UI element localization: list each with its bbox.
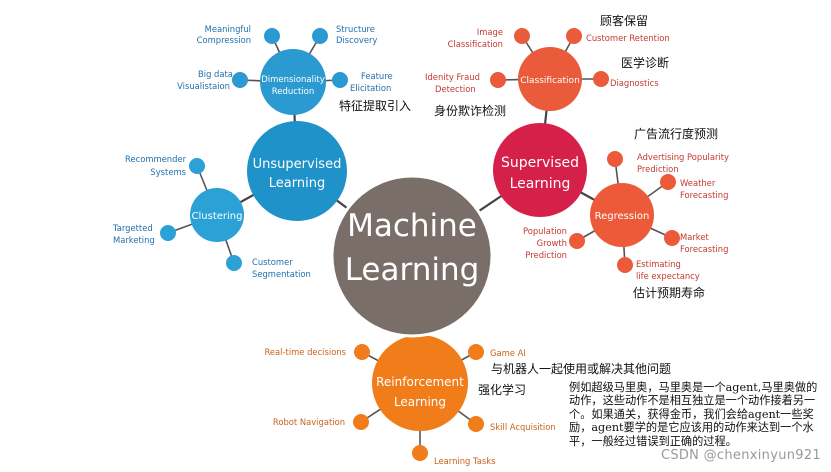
leaf-targeted-line1: Targetted: [112, 223, 153, 233]
classification-node: [518, 47, 582, 111]
annotation-customer-retention: 顾客保留: [600, 14, 649, 28]
clustering-label: Clustering: [192, 211, 243, 222]
clustering-node: [190, 188, 244, 242]
leaf-recommender-line1: Recommender: [125, 154, 187, 164]
leaf-fraud-line1: Idenity Fraud: [425, 72, 480, 82]
leaf-population-line3: Prediction: [525, 250, 567, 260]
supervised-label-line1: Supervised: [501, 155, 579, 171]
regression-leaf-dot: [660, 174, 676, 190]
classification-leaf-dot: [490, 72, 506, 88]
reinforcement-leaf-dot: [468, 344, 484, 360]
leaf-bigdata-line2: Visualistaion: [177, 81, 230, 91]
leaf-robot: Robot Navigation: [273, 417, 345, 427]
reinforcement-leaf-dot: [468, 416, 484, 432]
ml-label-line2: Learning: [345, 252, 480, 288]
leaf-gameai: Game AI: [490, 348, 526, 358]
supervised-label-line2: Learning: [510, 176, 571, 192]
clustering-leaf-dot: [189, 158, 205, 174]
unsupervised-label-line2: Learning: [269, 176, 325, 191]
unsupervised-node: [247, 121, 347, 221]
regression-leaf-dot: [664, 230, 680, 246]
ml-label-line1: Machine: [347, 208, 477, 244]
machine-learning-node: [330, 174, 494, 338]
dimensionality-label-line2: Reduction: [272, 87, 315, 97]
classification-leaf-dot: [593, 71, 609, 87]
unsupervised-label-line1: Unsupervised: [253, 157, 342, 172]
leaf-advertising-line2: Prediction: [637, 164, 679, 174]
leaf-realtime: Real-time decisions: [264, 347, 346, 357]
dimensionality-node: [260, 49, 326, 115]
leaf-customer-line1: Customer: [252, 257, 293, 267]
reinforcement-label-line2: Learning: [394, 395, 446, 409]
annotation-advertising: 广告流行度预测: [634, 127, 719, 141]
annotation-fraud: 身份欺诈检测: [434, 104, 507, 118]
dim-leaf-dot: [264, 28, 280, 44]
regression-label: Regression: [595, 211, 650, 222]
regression-leaf-dot: [607, 151, 623, 167]
leaf-dots: [160, 28, 680, 461]
leaf-image-line2: Classification: [448, 39, 503, 49]
leaf-market-line2: Forecasting: [680, 244, 728, 254]
leaf-bigdata-line1: Big data: [198, 69, 233, 79]
dimensionality-label-line1: Dimensionality: [261, 75, 324, 85]
leaf-population-line2: Growth: [537, 238, 567, 248]
classification-leaf-dot: [566, 28, 582, 44]
annotation-robot: 与机器人一起使用或解决其他问题: [491, 362, 672, 376]
leaf-feature-line2: Elicitation: [350, 83, 391, 93]
reinforcement-leaf-dot: [412, 445, 428, 461]
leaf-diagnostics: Diagnostics: [610, 78, 659, 88]
annotation-feature: 特征提取引入: [339, 99, 412, 113]
annotation-life: 估计预期寿命: [633, 286, 706, 300]
classification-leaf-dot: [514, 28, 530, 44]
regression-leaf-dot: [569, 233, 585, 249]
leaf-tasks: Learning Tasks: [434, 456, 495, 466]
leaf-retention: Customer Retention: [586, 33, 670, 43]
supervised-node: [493, 123, 587, 217]
leaf-life-line1: Estimating: [636, 259, 681, 269]
clustering-leaf-dot: [226, 255, 242, 271]
leaf-weather-line1: Weather: [680, 178, 716, 188]
annotation-diagnostics: 医学诊断: [621, 56, 670, 70]
regression-node: [590, 183, 654, 247]
reinforcement-node: [372, 335, 468, 431]
leaf-fraud-line2: Detection: [435, 84, 476, 94]
leaf-structure-line1: Structure: [336, 24, 375, 34]
leaf-market-line1: Market: [680, 232, 710, 242]
leaf-meaningful-line1: Meaningful: [205, 24, 251, 34]
classification-label: Classification: [520, 76, 580, 86]
dim-leaf-dot: [332, 72, 348, 88]
reinforcement-leaf-dot: [353, 414, 369, 430]
leaf-structure-line2: Discovery: [336, 35, 377, 45]
leaf-population-line1: Population: [523, 226, 567, 236]
regression-leaf-dot: [617, 257, 633, 273]
leaf-customer-line2: Segmentation: [252, 269, 311, 279]
leaf-feature-line1: Feature: [361, 71, 393, 81]
reinforcement-label-line1: Reinforcement: [376, 375, 464, 389]
leaf-targeted-line2: Marketing: [113, 235, 155, 245]
clustering-leaf-dot: [160, 225, 176, 241]
leaf-weather-line2: Forecasting: [680, 190, 728, 200]
leaf-life-line2: life expectancy: [636, 271, 700, 281]
annotation-rl-explanation: 例如超级马里奥，马里奥是一个agent,马里奥做的动作，这些动作不是相互独立是一…: [569, 381, 818, 448]
leaf-recommender-line2: Systems: [150, 167, 186, 177]
watermark: CSDN @chenxinyun921: [660, 448, 821, 463]
annotation-rl: 强化学习: [478, 383, 527, 397]
leaf-advertising-line1: Advertising Popularity: [637, 152, 729, 162]
leaf-image-line1: Image: [477, 27, 503, 37]
dim-leaf-dot: [312, 28, 328, 44]
reinforcement-leaf-dot: [354, 344, 370, 360]
leaf-skill: Skill Acquisition: [490, 422, 556, 432]
leaf-meaningful-line2: Compression: [197, 35, 251, 45]
dim-leaf-dot: [232, 72, 248, 88]
